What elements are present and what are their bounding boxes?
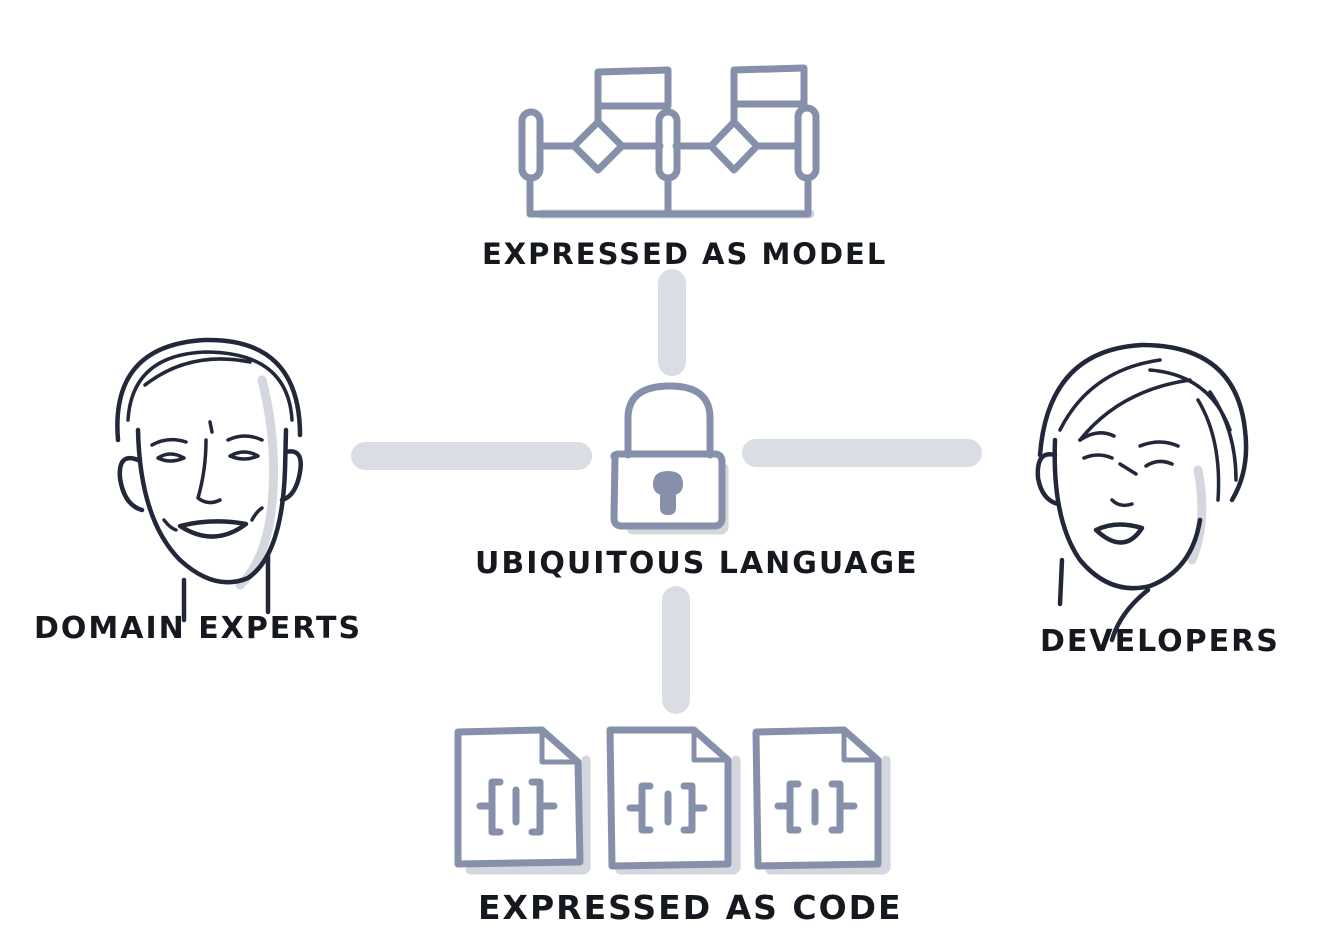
code-file-icon [606, 726, 741, 875]
domain-experts-label: DOMAIN EXPERTS [34, 611, 363, 646]
model-diagram-icon [518, 64, 820, 219]
developers-label: DEVELOPERS [1040, 624, 1280, 659]
connector-lines [351, 269, 982, 714]
code-file-icon [454, 726, 591, 875]
ubiquitous-language-label: UBIQUITOUS LANGUAGE [475, 546, 919, 581]
code-file-icon [752, 726, 891, 875]
padlock-icon [610, 382, 729, 535]
code-files [454, 726, 891, 875]
domain-expert-face-icon [115, 337, 303, 623]
code-label: EXPRESSED AS CODE [478, 888, 903, 927]
model-label: EXPRESSED AS MODEL [482, 237, 888, 271]
developer-face-icon [1035, 342, 1249, 643]
